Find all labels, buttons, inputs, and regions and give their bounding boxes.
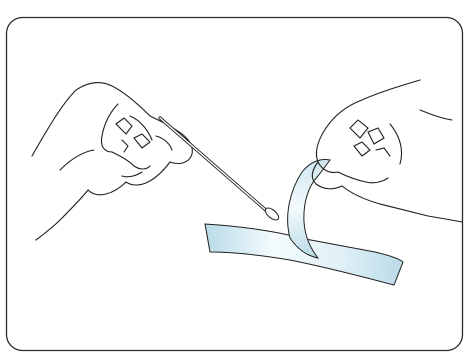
adhesive-strip-curl (287, 159, 331, 259)
adhesive-strip-lower (204, 223, 404, 286)
right-hand-illustration (311, 79, 463, 223)
swab-stick-illustration (158, 116, 280, 221)
left-hand-illustration (31, 81, 193, 241)
